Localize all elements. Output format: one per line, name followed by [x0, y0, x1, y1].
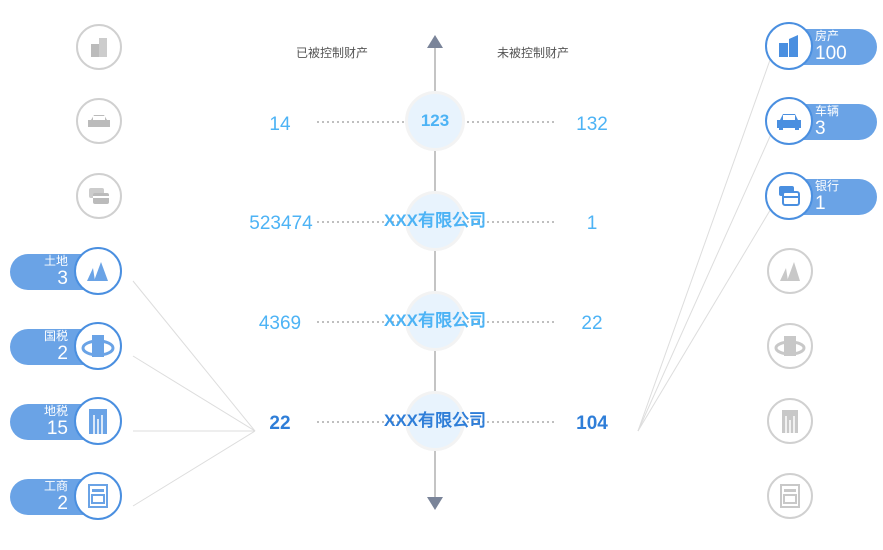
badge-value: 3 [57, 268, 68, 289]
badge-label: 车辆 [815, 104, 840, 118]
badge-label: 国税 [43, 329, 68, 343]
badge-value: 100 [815, 43, 847, 64]
node-circle [405, 91, 465, 151]
badge-label: 工商 [43, 479, 68, 493]
building-icon-inactive [76, 24, 122, 70]
mountain-icon-inactive [767, 248, 813, 294]
node-label[interactable]: XXX有限公司 [383, 411, 487, 430]
node-circle [405, 191, 465, 251]
controlled-assets-heading: 已被控制财产 [296, 46, 369, 60]
badge-label: 土地 [43, 254, 68, 268]
node-label[interactable]: XXX有限公司 [383, 311, 487, 330]
uncontrolled-value: 1 [586, 213, 598, 234]
building-icon [765, 22, 813, 70]
controlled-total: 22 [269, 413, 291, 434]
business-doc-icon [74, 472, 122, 520]
badge-value: 15 [46, 418, 68, 439]
node-label[interactable]: XXX有限公司 [383, 211, 487, 230]
badge-value: 2 [57, 343, 68, 364]
local-tax-icon-inactive [767, 398, 813, 444]
dotted-lines [317, 121, 557, 423]
badge-label: 地税 [43, 404, 68, 418]
badge-value: 3 [815, 118, 826, 139]
business-doc-icon-inactive [767, 473, 813, 519]
national-tax-icon-inactive [767, 323, 813, 369]
bank-card-icon [765, 172, 813, 220]
bank-card-icon-inactive [76, 173, 122, 219]
node-circle [405, 391, 465, 451]
axis-arrow-down-icon [427, 497, 443, 510]
node-label[interactable]: 123 [420, 111, 450, 130]
uncontrolled-value: 22 [581, 313, 603, 334]
car-icon-inactive [76, 98, 122, 144]
national-tax-icon [74, 322, 122, 370]
controlled-value: 14 [269, 114, 291, 135]
node-circle [405, 291, 465, 351]
uncontrolled-total: 104 [576, 413, 608, 434]
axis-arrow-up-icon [427, 35, 443, 48]
controlled-value: 523474 [249, 213, 313, 234]
badge-label: 银行 [815, 179, 840, 193]
uncontrolled-value: 132 [576, 114, 608, 135]
badge-label: 房产 [815, 29, 840, 43]
badge-value: 2 [57, 493, 68, 514]
badge-value: 1 [815, 193, 826, 214]
car-icon [765, 97, 813, 145]
uncontrolled-assets-heading: 未被控制财产 [497, 46, 570, 60]
controlled-value: 4369 [258, 313, 302, 334]
local-tax-icon [74, 397, 122, 445]
fan-lines [132, 59, 773, 507]
mountain-icon [74, 247, 122, 295]
